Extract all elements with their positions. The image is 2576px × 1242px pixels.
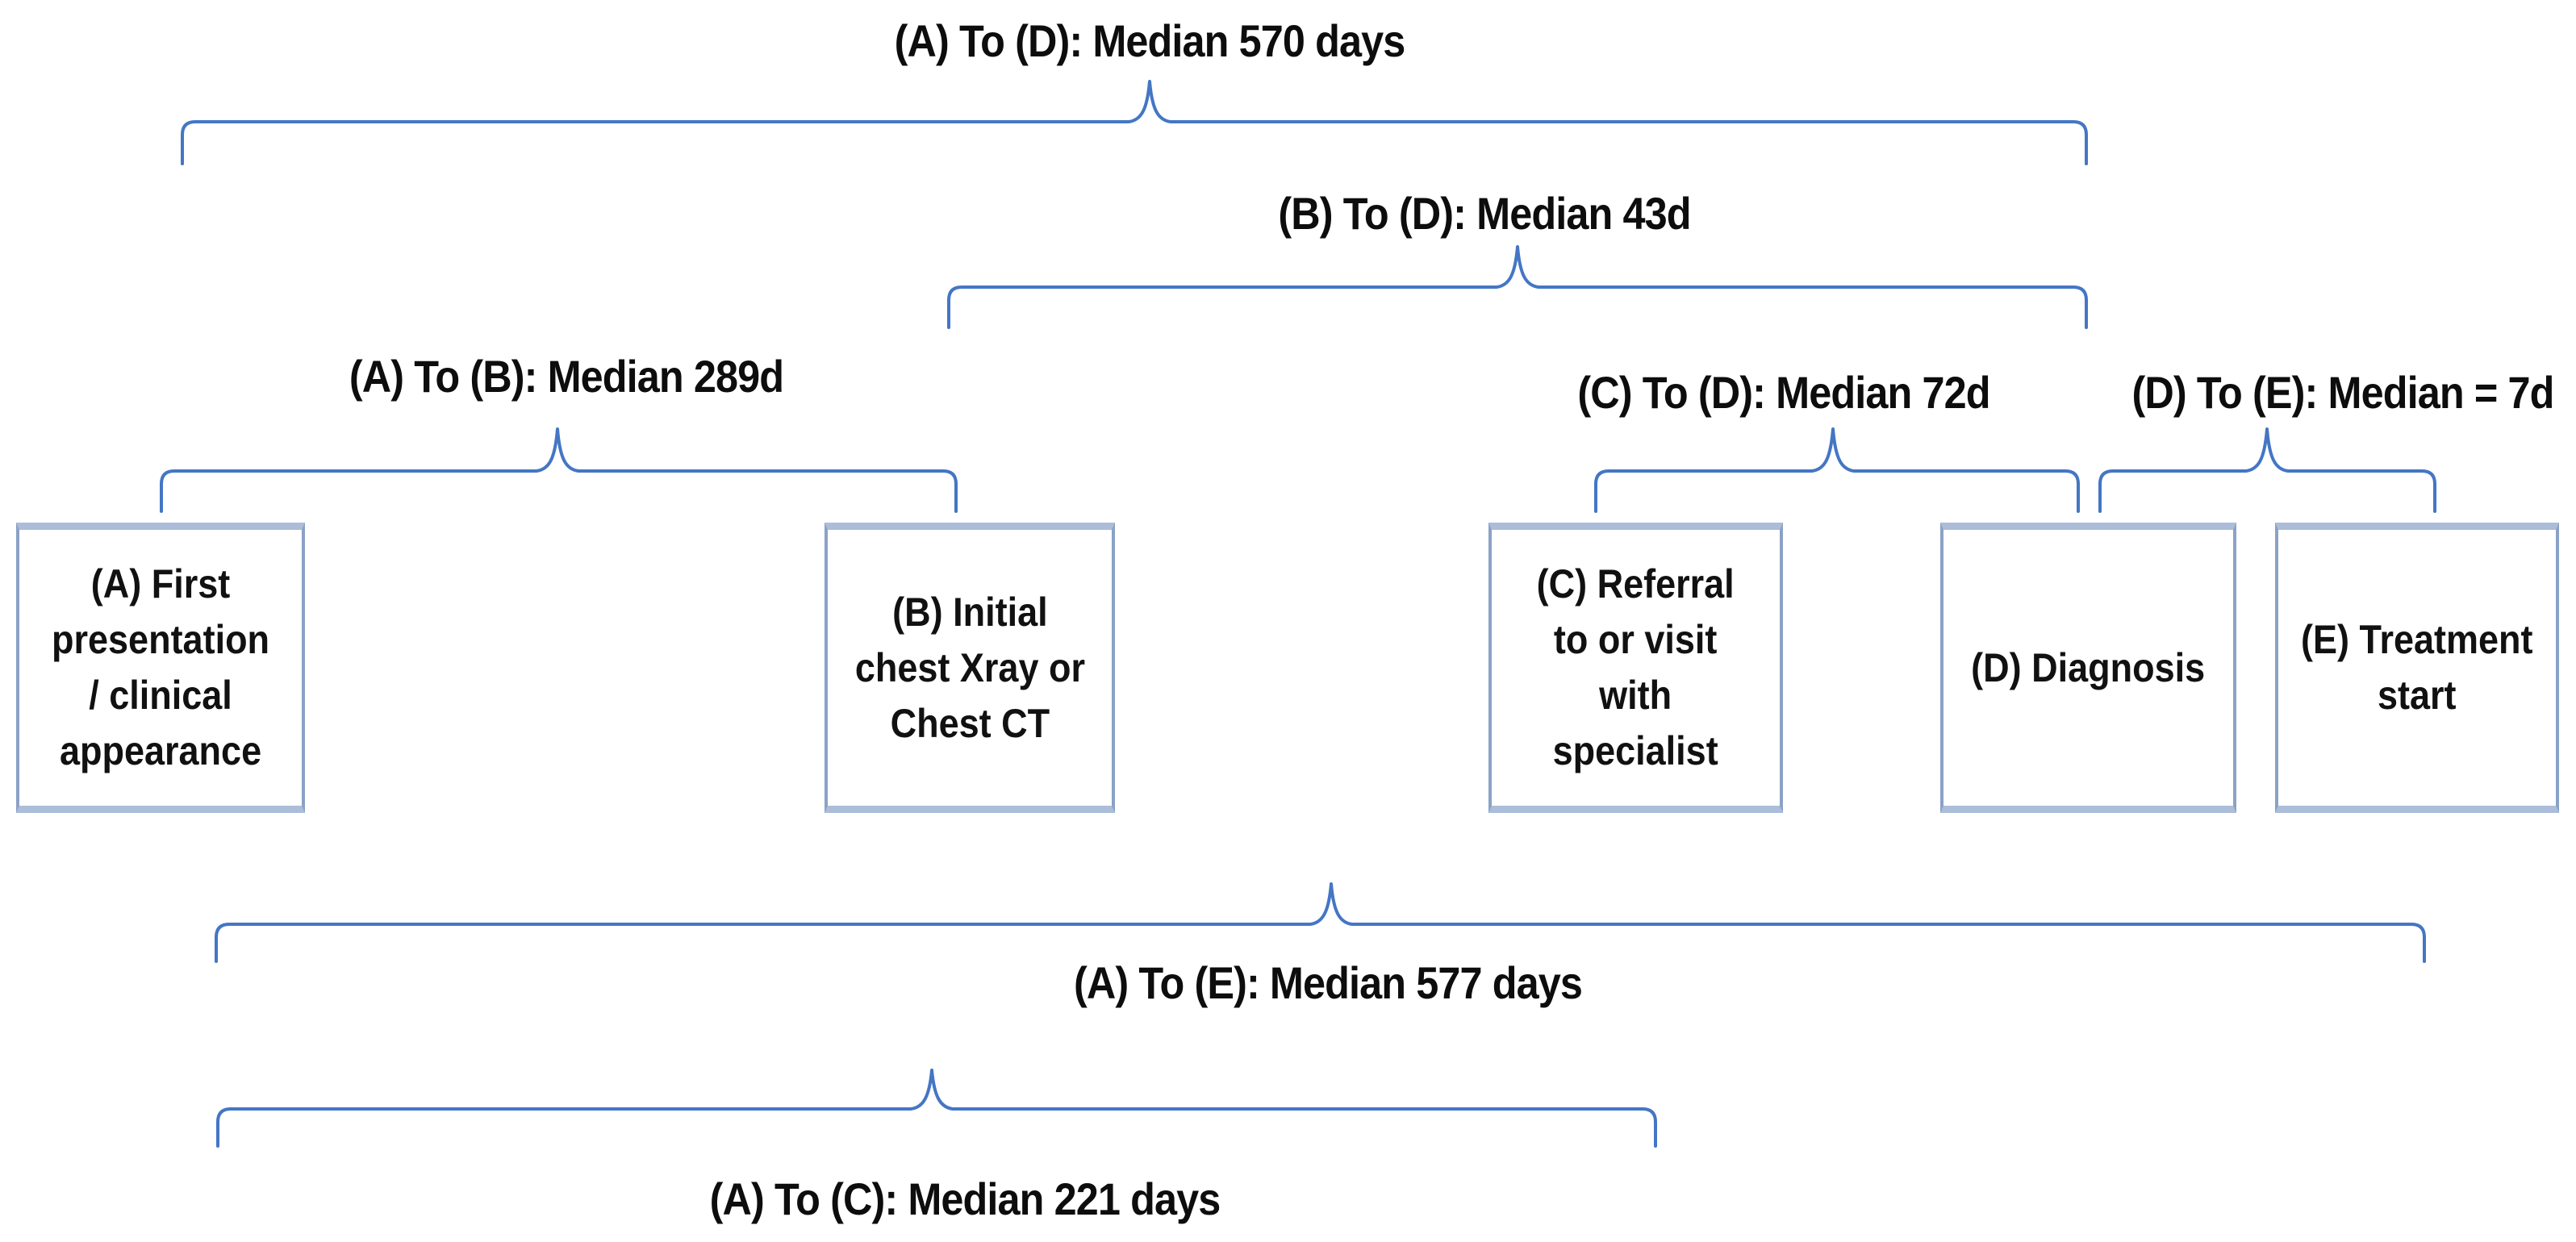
box-b-line-3: Chest CT — [890, 700, 1050, 746]
box-a-line-4: appearance — [59, 728, 262, 773]
label-a-to-e-median: (A) To (E): Median 577 days — [1073, 957, 1583, 1008]
box-a-line-1: (A) First — [90, 561, 231, 606]
box-e-text: (E) Treatment start — [2301, 612, 2533, 723]
label-a-to-b-median: (A) To (B): Median 289d — [349, 351, 784, 402]
box-c-specialist-referral: (C) Referral to or visit with specialist — [1488, 523, 1783, 813]
brace-b-to-d — [947, 245, 2088, 329]
brace-d-to-e — [2098, 427, 2436, 513]
label-c-to-d-median: (C) To (D): Median 72d — [1577, 367, 1990, 418]
label-d-to-e-median: (D) To (E): Median = 7d — [2131, 367, 2555, 418]
box-e-line-2: start — [2378, 673, 2457, 718]
box-a-line-3: / clinical — [89, 673, 232, 718]
brace-a-to-c — [216, 1069, 1657, 1148]
label-b-to-d-median: (B) To (D): Median 43d — [1278, 188, 1691, 239]
brace-a-to-b — [160, 427, 958, 513]
box-b-line-1: (B) Initial — [891, 589, 1048, 635]
box-b-line-2: chest Xray or — [854, 644, 1085, 690]
box-a-line-2: presentation — [51, 617, 270, 662]
box-c-line-2: to or visit — [1554, 617, 1718, 662]
box-d-line-1: (D) Diagnosis — [1971, 644, 2206, 690]
box-d-text: (D) Diagnosis — [1971, 640, 2205, 696]
brace-c-to-d — [1594, 427, 2080, 513]
box-c-text: (C) Referral to or visit with specialist — [1537, 556, 1735, 779]
box-c-line-1: (C) Referral — [1536, 561, 1735, 606]
box-c-line-4: specialist — [1552, 728, 1719, 773]
label-a-to-c-median: (A) To (C): Median 221 days — [709, 1173, 1221, 1224]
box-a-first-presentation: (A) First presentation / clinical appear… — [16, 523, 305, 813]
brace-a-to-d — [181, 80, 2088, 165]
label-a-to-d-median: (A) To (D): Median 570 days — [894, 15, 1406, 66]
box-e-treatment-start: (E) Treatment start — [2275, 523, 2559, 813]
box-b-text: (B) Initial chest Xray or Chest CT — [854, 585, 1084, 752]
box-d-diagnosis: (D) Diagnosis — [1940, 523, 2236, 813]
brace-a-to-e — [215, 882, 2426, 963]
box-e-line-1: (E) Treatment — [2301, 617, 2533, 662]
box-b-initial-imaging: (B) Initial chest Xray or Chest CT — [825, 523, 1115, 813]
box-c-line-3: with — [1599, 673, 1672, 718]
box-a-text: (A) First presentation / clinical appear… — [52, 556, 269, 779]
